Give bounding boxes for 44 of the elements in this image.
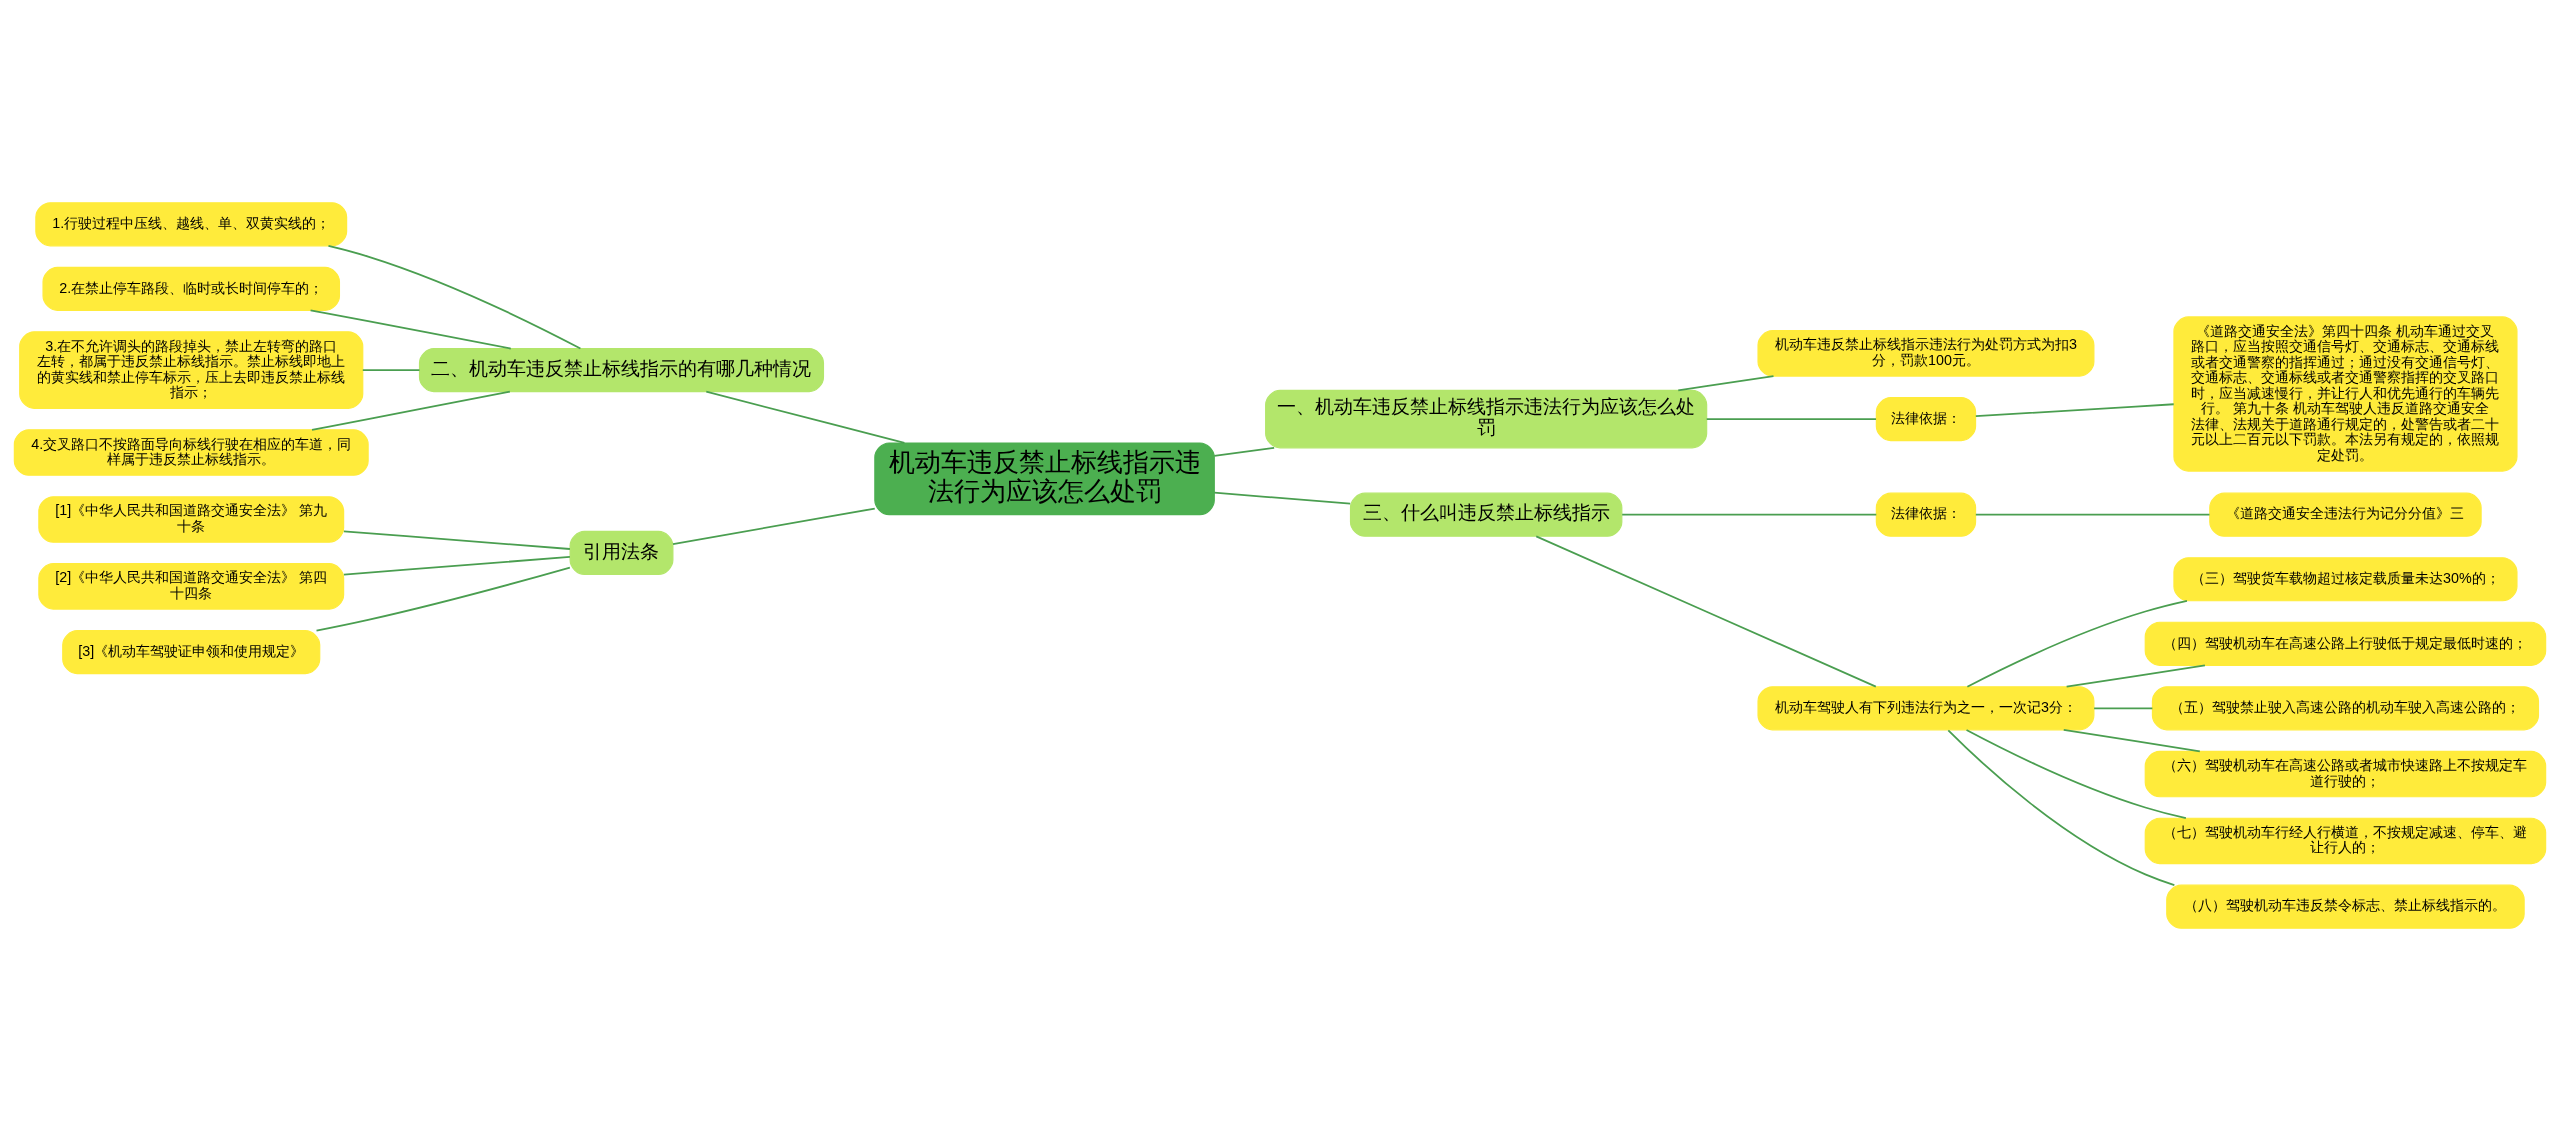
connector (327, 245, 582, 350)
connector (1974, 403, 2175, 418)
node-box: （六）驾驶机动车在高速公路或者城市快速路上不按规定车道行驶的； (2144, 750, 2547, 798)
node-box: （四）驾驶机动车在高速公路上行驶低于规定最低时速的； (2144, 621, 2547, 666)
node-box: 法律依据： (1875, 492, 1977, 537)
connector (1535, 535, 1877, 688)
node-box: 机动车违反禁止标线指示违法行为处罚方式为扣3分，罚款100元。 (1757, 330, 2095, 377)
node-box: 2.在禁止停车路段、临时或长时间停车的； (42, 266, 341, 311)
node-box: 三、什么叫违反禁止标线指示 (1349, 492, 1623, 537)
node-box: （五）驾驶禁止驶入高速公路的机动车驶入高速公路的； (2151, 686, 2540, 731)
node-box: （七）驾驶机动车行经人行横道，不按规定减速、停车、避让行人的； (2144, 817, 2547, 865)
connector (309, 309, 512, 350)
connector (343, 530, 571, 550)
node-box: 机动车违反禁止标线指示违法行为应该怎么处罚 (874, 442, 1215, 516)
node-box: [1]《中华人民共和国道路交通安全法》 第九十条 (38, 496, 345, 543)
connector (361, 369, 421, 371)
node-box: 引用法条 (569, 530, 674, 576)
node-box: 一、机动车违反禁止标线指示违法行为应该怎么处罚 (1265, 389, 1708, 449)
node-box: 4.交叉路口不按路面导向标线行驶在相应的车道，同样属于违反禁止标线指示。 (13, 429, 369, 476)
node-box: [3]《机动车驾驶证申领和使用规定》 (62, 630, 321, 675)
connector (2093, 707, 2154, 710)
connector (1947, 729, 2176, 886)
connector (1677, 375, 1775, 392)
node-box: 《道路交通安全违法行为记分分值》三 (2209, 492, 2482, 537)
connector (1213, 446, 1276, 457)
node-box: 机动车驾驶人有下列违法行为之一，一次记3分： (1757, 686, 2095, 731)
node-box: 《道路交通安全法》第四十四条 机动车通过交叉路口，应当按照交通信号灯、交通标志、交通标线或者交通警察的指挥通过；通过没有交通信号灯、交通标志、交通标线或者交通警察指挥的交叉路口时，应当减速慢行，并让行人和优先通行的车辆先行。 第九十条 机动车驾驶人违反道路交通安全法律、法规关于道路通行规定的，处警告或者二十元以上二百元以下罚款。本法另有规定的，依照规定处罚。 (2173, 316, 2518, 472)
node-box: 1.行驶过程中压线、越线、单、双黄实线的； (35, 202, 348, 247)
connector (1965, 729, 2187, 820)
connector (1213, 491, 1352, 505)
node-box: （八）驾驶机动车违反禁令标志、禁止标线指示的。 (2166, 884, 2525, 929)
connector (315, 566, 571, 632)
connector (343, 556, 571, 576)
node-box: 3.在不允许调头的路段掉头，禁止左转弯的路口左转，都属于违反禁止标线指示。禁止标线即地上的黄实线和禁止停车标示，压上去即违反禁止标线指示； (19, 331, 364, 409)
node-box: 二、机动车违反禁止标线指示的有哪几种情况 (418, 348, 825, 393)
connector (1966, 599, 2188, 688)
connector (1705, 418, 1877, 420)
node-box: （三）驾驶货车载物超过核定载质量未达30%的； (2173, 557, 2518, 602)
node-box: [2]《中华人民共和国道路交通安全法》 第四十四条 (38, 563, 345, 610)
connector (1621, 513, 1878, 516)
connector (705, 390, 906, 444)
connector (1974, 513, 2211, 516)
node-box: 法律依据： (1875, 397, 1977, 442)
connector (672, 507, 876, 545)
